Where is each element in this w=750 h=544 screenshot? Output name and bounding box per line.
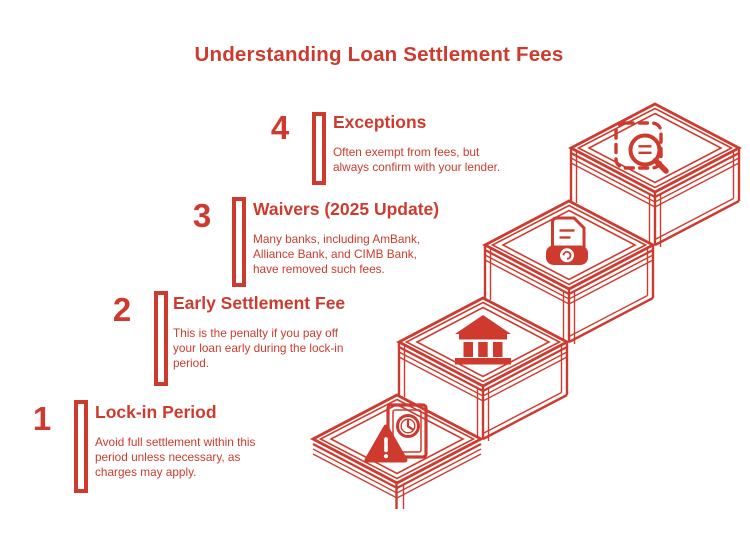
step-2-description-line: period. (173, 356, 210, 371)
step-2-divider-bar (154, 291, 168, 386)
step-1-description-line: charges may apply. (95, 465, 197, 480)
step-3-number: 3 (192, 197, 212, 234)
step-2-number: 2 (112, 291, 132, 328)
step-4-platform (567, 102, 743, 247)
step-3-description-line: Alliance Bank, and CIMB Bank, (253, 247, 417, 262)
step-1-heading: Lock-in Period (95, 402, 217, 422)
page-title: Understanding Loan Settlement Fees (194, 43, 564, 66)
step-2-platform (395, 296, 571, 441)
step-4-description-line: always confirm with your lender. (333, 160, 501, 175)
bank-building-icon (455, 315, 511, 365)
step-3-platform (481, 199, 657, 344)
deadline-warning-icon (364, 403, 428, 463)
step-4-number: 4 (270, 109, 290, 146)
step-4-heading: Exceptions (333, 112, 427, 132)
step-1-description-line: period unless necessary, as (95, 450, 241, 465)
document-seal-icon (546, 216, 588, 265)
step-3-description-line: Many banks, including AmBank, (253, 232, 421, 246)
step-2-description-line: your loan early during the lock-in (173, 341, 344, 356)
step-1-divider-bar (74, 400, 88, 493)
search-inspect-icon (614, 121, 669, 174)
step-3-divider-bar (232, 197, 246, 287)
step-1-platform (309, 393, 485, 509)
step-2-description-line: This is the penalty if you pay off (173, 326, 339, 340)
step-3-description-line: have removed such fees. (253, 262, 385, 277)
step-3-heading: Waivers (2025 Update) (253, 199, 440, 219)
step-4-description-line: Often exempt from fees, but (333, 145, 480, 159)
step-1-description-line: Avoid full settlement within this (95, 435, 256, 449)
step-1-number: 1 (32, 400, 52, 437)
step-4-divider-bar (312, 112, 326, 185)
step-2-heading: Early Settlement Fee (173, 293, 346, 313)
